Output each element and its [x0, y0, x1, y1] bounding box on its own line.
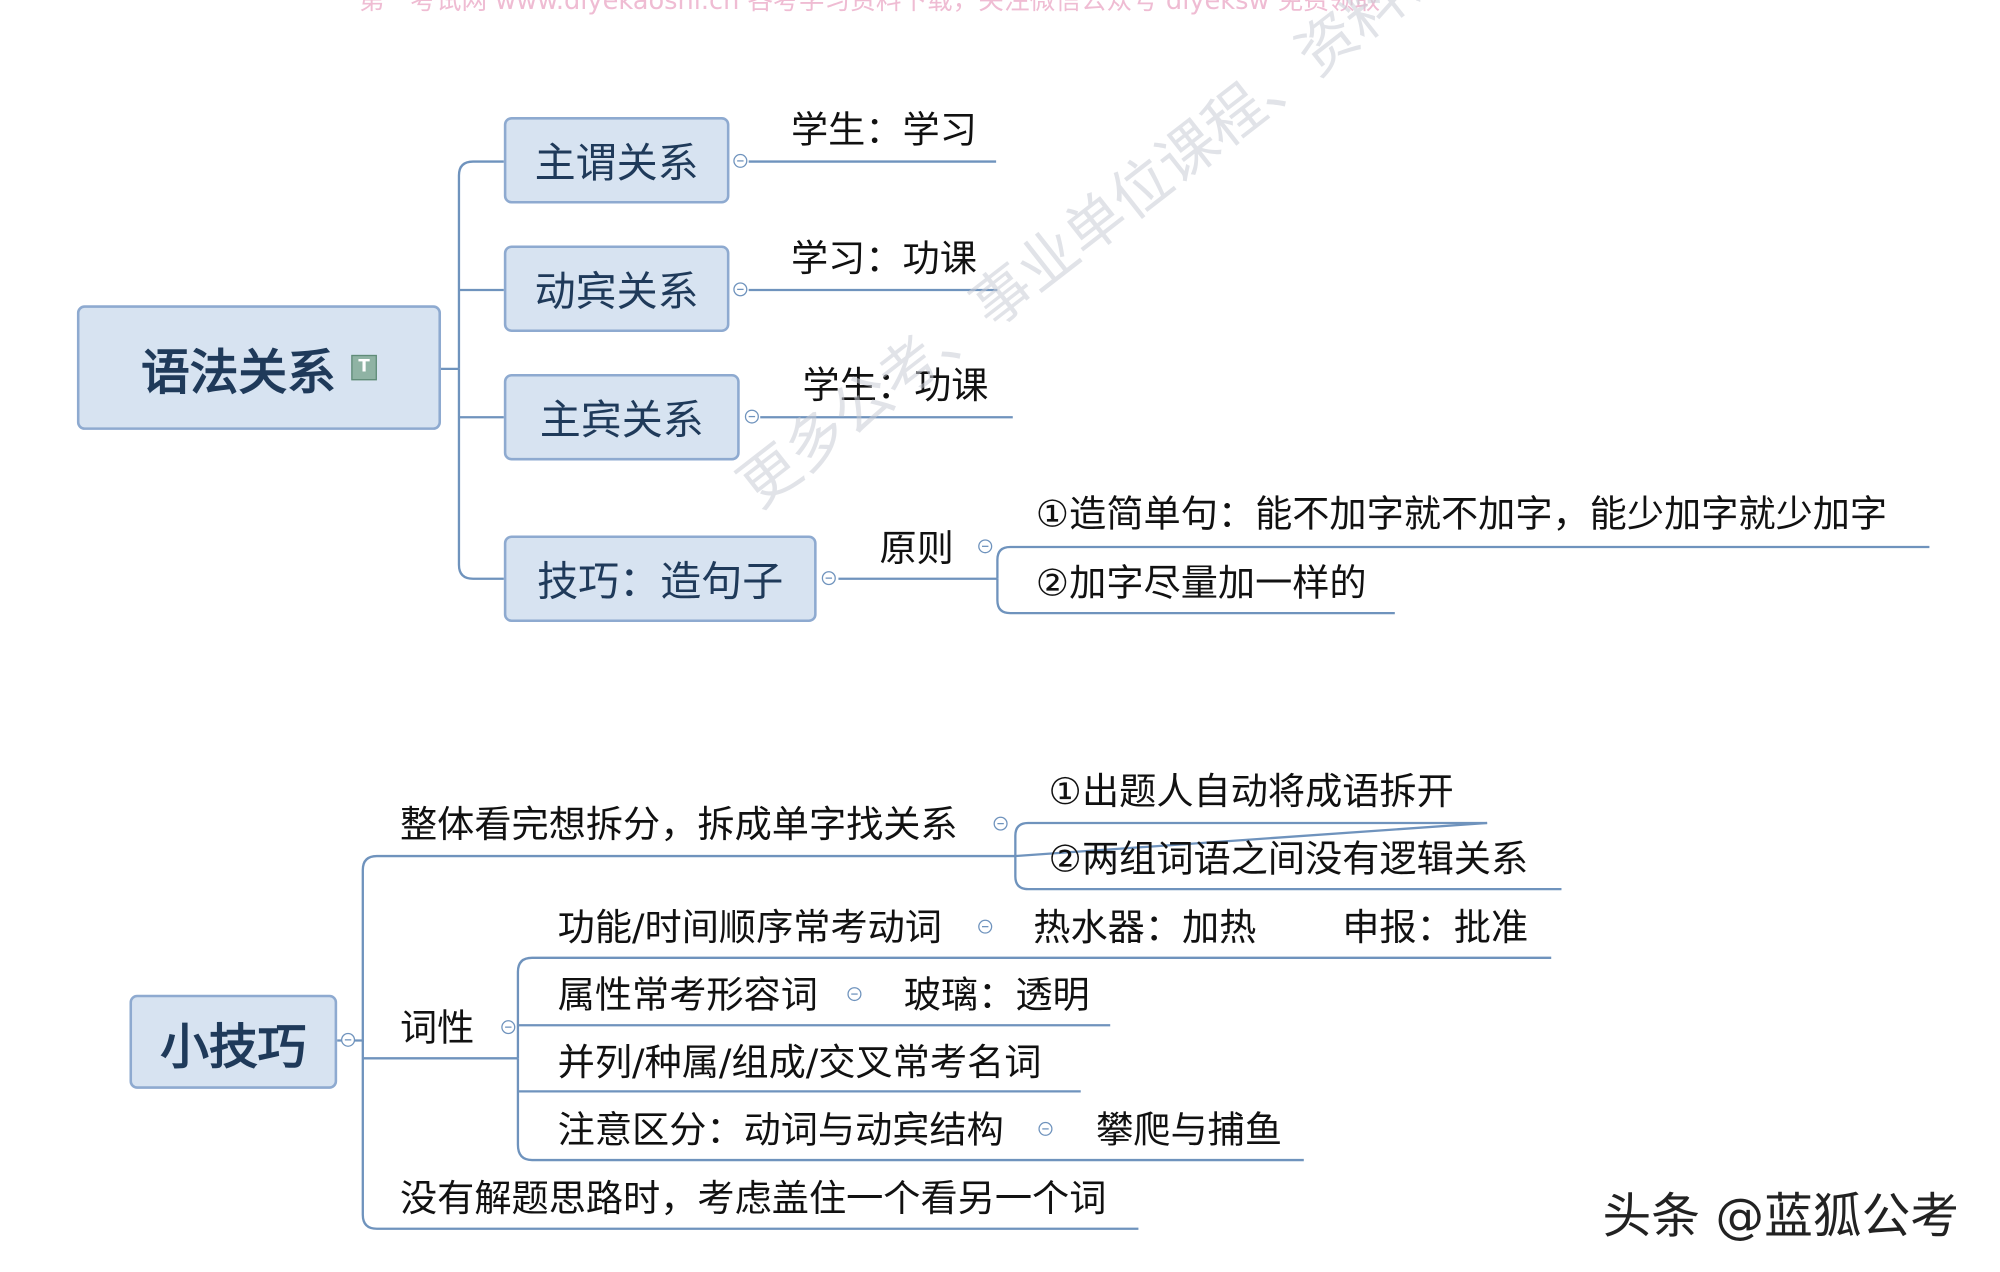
collapse-icon[interactable]: [978, 919, 993, 934]
tip-item: ①出题人自动将成语拆开: [1048, 769, 1454, 813]
top-watermark: 第一考试网 www.diyekaoshi.cn 各考学习资料下载，关注微信公众号…: [358, 0, 1381, 16]
branch-verb-object[interactable]: 动宾关系: [503, 245, 730, 332]
root-label: 小技巧: [160, 1018, 307, 1075]
word-class-row: 功能/时间顺序常考动词: [557, 905, 942, 949]
collapse-icon[interactable]: [733, 282, 748, 297]
brand-watermark: 头条 @蓝狐公考: [1602, 1188, 1960, 1245]
branch-label: 技巧：造句子: [537, 557, 784, 606]
collapse-icon[interactable]: [341, 1032, 356, 1047]
branch-technique[interactable]: 技巧：造句子: [503, 535, 817, 623]
collapse-icon[interactable]: [978, 539, 993, 554]
collapse-icon[interactable]: [993, 816, 1008, 831]
example-text: 学生：学习: [790, 108, 977, 152]
tip-whole-first: 整体看完想拆分，拆成单字找关系: [399, 802, 958, 846]
branch-label: 主宾关系: [539, 395, 704, 444]
word-class-row: 属性常考形容词: [557, 973, 818, 1017]
principle-label: 原则: [879, 526, 954, 570]
collapse-icon[interactable]: [1038, 1121, 1053, 1136]
example-text: 学生：功课: [802, 363, 989, 408]
branch-subject-object[interactable]: 主宾关系: [503, 373, 740, 461]
root-label: 语法关系: [140, 344, 336, 401]
branch-label: 主谓关系: [534, 138, 699, 187]
example-text: 玻璃：透明: [903, 973, 1090, 1017]
example-text: 热水器：加热: [1033, 905, 1257, 949]
example-text: 攀爬与捕鱼: [1096, 1107, 1283, 1152]
collapse-icon[interactable]: [501, 1020, 516, 1035]
word-class-label: 词性: [399, 1006, 475, 1050]
principle-item: ①造简单句：能不加字就不加字，能少加字就少加字: [1035, 492, 1888, 536]
tip-no-idea: 没有解题思路时，考虑盖住一个看另一个词: [399, 1176, 1107, 1220]
collapse-icon[interactable]: [744, 409, 759, 424]
root-node-grammar[interactable]: 语法关系 T: [76, 305, 442, 430]
branch-subject-predicate[interactable]: 主谓关系: [503, 117, 730, 204]
example-text: 申报：批准: [1342, 905, 1529, 949]
collapse-icon[interactable]: [733, 153, 748, 168]
collapse-icon[interactable]: [821, 571, 836, 586]
example-text: 学习：功课: [790, 236, 977, 280]
tip-item: ②两组词语之间没有逻辑关系: [1048, 836, 1529, 881]
word-class-row: 注意区分：动词与动宾结构: [557, 1107, 1004, 1152]
root-node-tips[interactable]: 小技巧: [129, 994, 338, 1089]
principle-item: ②加字尽量加一样的: [1035, 560, 1367, 605]
collapse-icon[interactable]: [847, 987, 862, 1002]
word-class-row: 并列/种属/组成/交叉常考名词: [557, 1040, 1042, 1084]
note-icon[interactable]: T: [351, 354, 377, 381]
branch-label: 动宾关系: [534, 267, 699, 316]
